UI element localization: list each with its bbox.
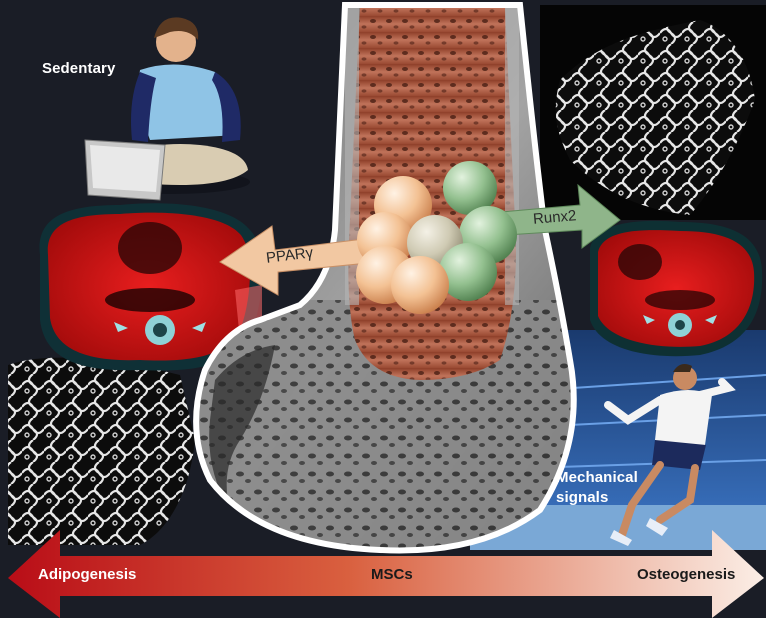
- mscs-label: MSCs: [371, 566, 413, 583]
- trabecular-bone-image-top-right: [540, 5, 766, 220]
- adipogenesis-label: Adipogenesis: [38, 566, 136, 583]
- sedentary-label: Sedentary: [42, 60, 115, 77]
- fat-cell: [391, 256, 449, 314]
- mechanical-signals-label: Mechanical signals: [556, 468, 638, 508]
- trabecular-bone-image-bottom-left: [8, 358, 195, 545]
- ct-cross-section-right: [590, 221, 762, 356]
- osteogenesis-label: Osteogenesis: [637, 566, 735, 583]
